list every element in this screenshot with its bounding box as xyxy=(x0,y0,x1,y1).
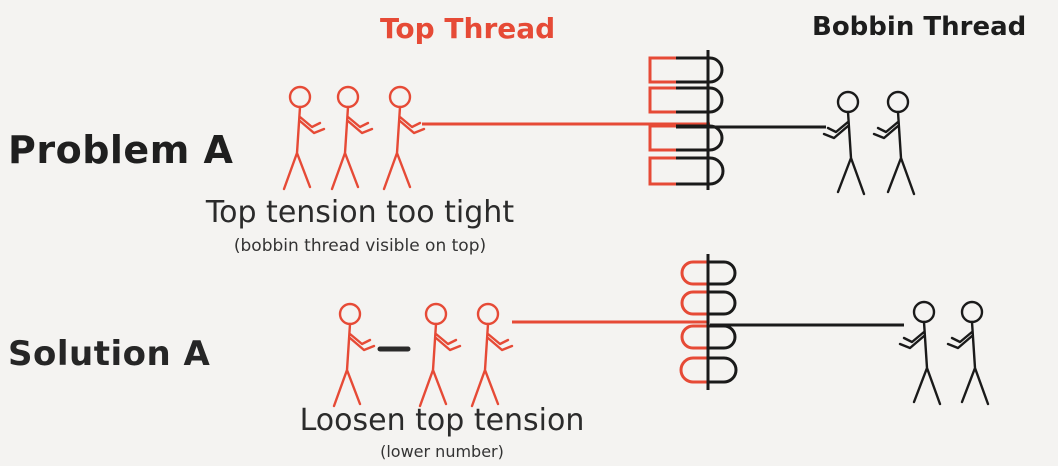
problem-label: Problem A xyxy=(8,128,234,172)
stick-figure-icon xyxy=(822,90,866,196)
thread-loop-icon xyxy=(648,124,710,152)
thread-loop-icon xyxy=(679,356,708,384)
solution-top-pullers xyxy=(418,302,514,408)
stick-figure-icon xyxy=(898,300,942,406)
solution-caption: Loosen top tension xyxy=(299,403,585,438)
stick-figure-icon xyxy=(946,300,990,406)
stick-figure-icon xyxy=(470,302,514,408)
solution-thread-loops xyxy=(679,260,738,384)
solution-removed-puller xyxy=(332,302,376,408)
solution-subcaption: (lower number) xyxy=(380,442,504,461)
solution-bobbin-pullers xyxy=(898,300,990,406)
thread-loop-icon xyxy=(680,290,708,316)
stick-figure-icon xyxy=(330,85,374,191)
stick-figure-icon xyxy=(418,302,462,408)
thread-loop-icon xyxy=(648,86,710,114)
problem-caption: Top tension too tight xyxy=(205,195,515,230)
bobbin-thread-header: Bobbin Thread xyxy=(812,12,1027,42)
problem-bobbin-pullers xyxy=(822,90,916,196)
stick-figure-icon xyxy=(382,85,426,191)
stick-figure-icon xyxy=(872,90,916,196)
top-thread-header: Top Thread xyxy=(380,12,556,45)
problem-thread-loops xyxy=(648,56,725,186)
problem-top-pullers xyxy=(282,85,426,191)
thread-loop-icon xyxy=(648,156,710,186)
thread-loop-icon xyxy=(680,324,708,350)
thread-loop-icon xyxy=(648,56,710,84)
thread-loop-icon xyxy=(680,260,708,286)
solution-label: Solution A xyxy=(8,334,211,374)
stick-figure-icon xyxy=(282,85,326,191)
problem-subcaption: (bobbin thread visible on top) xyxy=(233,236,487,256)
stick-figure-icon xyxy=(332,302,376,408)
